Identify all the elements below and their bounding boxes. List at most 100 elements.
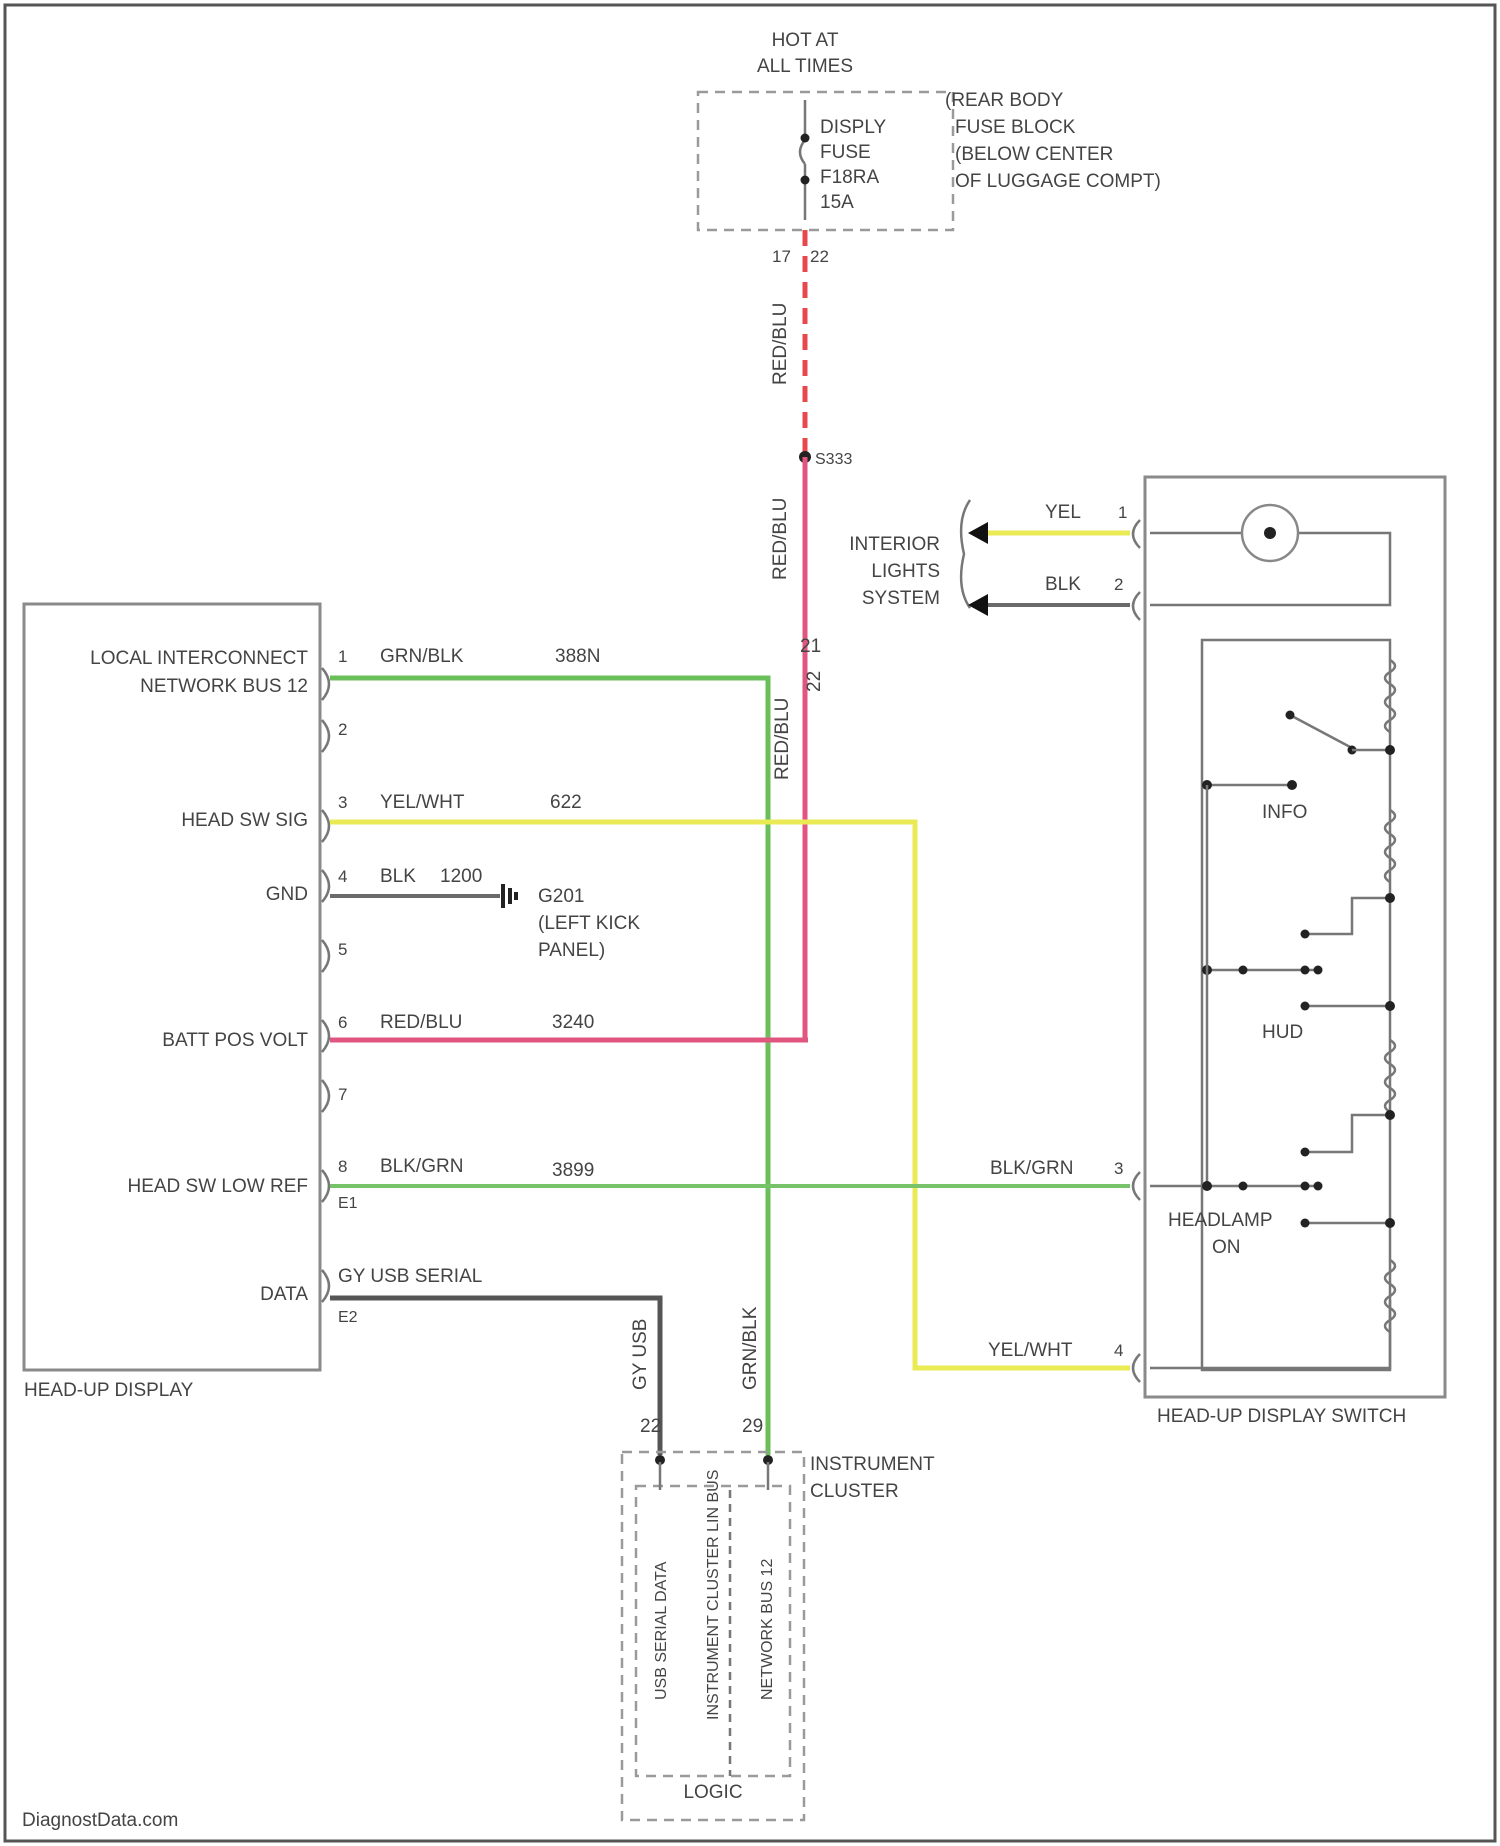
interior-bracket <box>961 500 970 608</box>
usb-serial-wire <box>330 1298 660 1455</box>
switch-contact <box>1301 930 1310 939</box>
interior-wire2-pin: 2 <box>1114 575 1123 594</box>
hud-pin-7: 7 <box>338 1085 347 1104</box>
hud-pin4-circuit: 1200 <box>440 866 482 887</box>
cluster-side-label-3: NETWORK BUS 12 <box>759 1559 776 1700</box>
headlamp-switch-lead <box>1305 1115 1390 1152</box>
fuse-terminal-top <box>801 134 810 143</box>
fuse-pin-22: 22 <box>810 247 829 266</box>
switch-node <box>1202 1181 1212 1191</box>
cluster-vertical-wire-1: RED/BLU <box>772 698 793 780</box>
cluster-side-label-2: INSTRUMENT CLUSTER LIN BUS <box>705 1470 722 1720</box>
hud-data-sub: E2 <box>338 1309 358 1326</box>
interior-lights-label: INTERIOR LIGHTS SYSTEM <box>849 534 940 609</box>
interior-wire1-color: YEL <box>1045 502 1081 523</box>
hud-pin4-label: GND <box>266 884 308 905</box>
page-border <box>5 5 1495 1841</box>
switch-contact <box>1301 966 1310 975</box>
hud-pin4-wire: BLK <box>380 866 416 887</box>
hud-pin-5: 5 <box>338 940 347 959</box>
cluster-title-2: CLUSTER <box>810 1481 899 1502</box>
hud-pin1-wire: GRN/BLK <box>380 646 464 667</box>
hud-module-box <box>24 604 320 1370</box>
hud-pin8-wire: BLK/GRN <box>380 1156 463 1177</box>
switch-headlamp-label-2: ON <box>1212 1237 1241 1258</box>
hud-pin-8: 8 <box>338 1157 347 1176</box>
hud-pin-6: 6 <box>338 1013 347 1032</box>
bulb-filament-icon <box>1264 527 1276 539</box>
fuse-label: DISPLY FUSE F18RA 15A <box>820 117 887 213</box>
svg-text:INTERIOR: INTERIOR <box>849 534 940 555</box>
hud-pin-2: 2 <box>338 720 347 739</box>
cluster-side-label-1: USB SERIAL DATA <box>653 1561 670 1700</box>
hud-pin6-circuit: 3240 <box>552 1012 594 1033</box>
switch-contact <box>1287 780 1297 790</box>
hud-pin1-label-2: NETWORK BUS 12 <box>140 676 308 697</box>
cluster-pin-b-2: 29 <box>742 1416 763 1437</box>
hud-pin6-wire: RED/BLU <box>380 1012 462 1033</box>
hud-pin-4: 4 <box>338 867 347 886</box>
svg-text:F18RA: F18RA <box>820 167 879 188</box>
hud-pin1-circuit: 388N <box>555 646 600 667</box>
fuse-terminal-bottom <box>801 176 810 185</box>
fuse-pin-17: 17 <box>772 247 791 266</box>
interior-wire2-color: BLK <box>1045 574 1081 595</box>
watermark: DiagnostData.com <box>22 1810 178 1831</box>
arrow-left-icon <box>968 522 988 544</box>
switch-info-label: INFO <box>1262 802 1307 823</box>
switch-node <box>1239 1182 1248 1191</box>
svg-text:15A: 15A <box>820 192 854 213</box>
switch-pin-3: 3 <box>1114 1159 1123 1178</box>
switch-title: HEAD-UP DISPLAY SWITCH <box>1157 1406 1406 1427</box>
hud-data-wire: GY USB SERIAL <box>338 1266 482 1287</box>
hud-pin8-sub: E1 <box>338 1195 358 1212</box>
hud-pin3-label: HEAD SW SIG <box>181 810 308 831</box>
hud-pin8-circuit: 3899 <box>552 1160 594 1181</box>
interior-wire1-pin: 1 <box>1118 503 1127 522</box>
hud-switch-lead <box>1305 898 1390 934</box>
svg-text:(REAR BODY: (REAR BODY <box>945 90 1064 111</box>
hud-pin8-label: HEAD SW LOW REF <box>127 1176 308 1197</box>
switch-headlamp-label-1: HEADLAMP <box>1168 1210 1273 1231</box>
switch-bottom-lead <box>1150 1300 1390 1368</box>
fuse-block-label: (REAR BODY FUSE BLOCK (BELOW CENTER OF L… <box>945 90 1161 192</box>
svg-text:FUSE BLOCK: FUSE BLOCK <box>955 117 1076 138</box>
switch-contact <box>1314 1182 1323 1191</box>
switch-node <box>1385 1001 1395 1011</box>
switch-node <box>1385 1218 1395 1228</box>
ground-name: G201 <box>538 886 584 907</box>
switch-contact <box>1301 1148 1310 1157</box>
switch-hud-label: HUD <box>1262 1022 1303 1043</box>
hud-connector-bracket <box>322 668 329 1302</box>
hud-data-label: DATA <box>260 1284 308 1305</box>
feed-wire-color-label: RED/BLU <box>770 303 791 385</box>
svg-text:SYSTEM: SYSTEM <box>862 588 940 609</box>
switch-node <box>1385 1110 1395 1120</box>
hot-at-label-1: HOT AT <box>772 30 839 51</box>
cluster-pin-b-1: 22 <box>640 1416 661 1437</box>
svg-text:DISPLY: DISPLY <box>820 117 887 138</box>
hud-pin6-label: BATT POS VOLT <box>162 1030 308 1051</box>
switch-contact <box>1301 1182 1310 1191</box>
hud-pin3-circuit: 622 <box>550 792 582 813</box>
red-blu-vertical-label: RED/BLU <box>770 498 791 580</box>
svg-text:(BELOW CENTER: (BELOW CENTER <box>955 144 1113 165</box>
switch-contact <box>1286 711 1295 720</box>
switch-pin3-wire: BLK/GRN <box>990 1158 1073 1179</box>
switch-contact <box>1314 966 1323 975</box>
hud-pin1-label-1: LOCAL INTERCONNECT <box>90 648 308 669</box>
switch-contact <box>1301 1002 1310 1011</box>
hud-pin-1: 1 <box>338 647 347 666</box>
cluster-title-1: INSTRUMENT <box>810 1454 935 1475</box>
splice-label: S333 <box>815 451 852 468</box>
svg-text:OF LUGGAGE COMPT): OF LUGGAGE COMPT) <box>955 171 1161 192</box>
switch-node <box>1239 966 1248 975</box>
ground-line2: (LEFT KICK <box>538 913 640 934</box>
hud-pin-3: 3 <box>338 793 347 812</box>
hot-at-label-2: ALL TIMES <box>757 56 853 77</box>
hud-title: HEAD-UP DISPLAY <box>24 1380 194 1401</box>
switch-module-box <box>1145 477 1445 1397</box>
info-switch-blade <box>1290 715 1352 748</box>
fuse-symbol <box>800 140 805 164</box>
